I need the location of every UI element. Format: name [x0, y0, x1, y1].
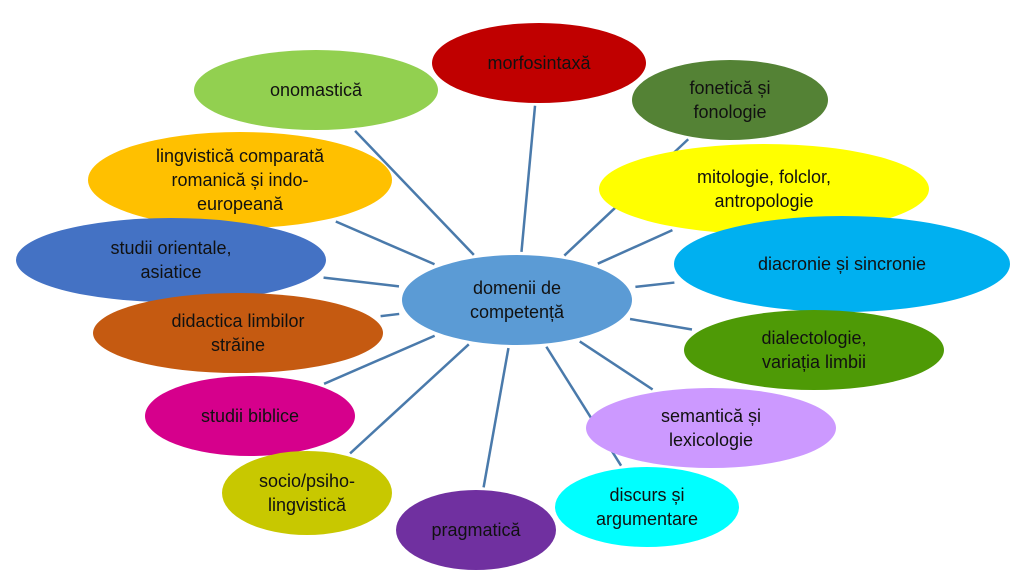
node-mitologie-label: mitologie, folclor, antropologie	[696, 167, 832, 211]
connector-socio-psiholingvistica	[349, 343, 470, 455]
node-pragmatica-label: pragmatică	[431, 520, 521, 540]
node-lingvistica-comparata: lingvistică comparată romanică și indo- …	[88, 132, 392, 228]
node-pragmatica: pragmatică	[396, 490, 556, 570]
connector-studii-orientale	[323, 276, 400, 288]
node-socio-psiholingvistica: socio/psiho- lingvistică	[222, 451, 392, 535]
node-fonetica-label: fonetică și fonologie	[689, 78, 771, 122]
node-discurs-label: discurs și argumentare	[595, 485, 699, 529]
node-morfosintaxa-label: morfosintaxă	[487, 53, 591, 73]
node-diacronie: diacronie și sincronie	[674, 216, 1010, 312]
node-onomastica: onomastică	[194, 50, 438, 130]
node-fonetica: fonetică și fonologie	[632, 60, 828, 140]
node-lingvistica-comparata-label: lingvistică comparată romanică și indo- …	[155, 146, 325, 214]
connector-morfosintaxa	[520, 105, 537, 252]
node-socio-psiholingvistica-label: socio/psiho- lingvistică	[258, 471, 356, 515]
connector-onomastica	[354, 129, 475, 256]
node-didactica-label: didactica limbilor străine	[171, 311, 305, 355]
connector-mitologie	[597, 229, 673, 265]
node-studii-biblice-label: studii biblice	[200, 406, 300, 426]
connector-diacronie	[635, 281, 675, 289]
node-diacronie-label: diacronie și sincronie	[757, 254, 927, 274]
node-dialectologie: dialectologie, variația limbii	[684, 310, 944, 390]
connector-pragmatica	[482, 347, 510, 488]
connector-studii-biblice	[323, 334, 436, 385]
center-node-label: domenii de competență	[469, 278, 565, 322]
node-onomastica-label: onomastică	[269, 80, 363, 100]
connector-dialectologie	[629, 317, 693, 331]
connector-lingvistica-comparata	[335, 220, 436, 266]
node-didactica: didactica limbilor străine	[93, 293, 383, 373]
node-semantica: semantică și lexicologie	[586, 388, 836, 468]
node-semantica-label: semantică și lexicologie	[660, 406, 762, 450]
node-discurs: discurs și argumentare	[555, 467, 739, 547]
node-morfosintaxa: morfosintaxă	[432, 23, 646, 103]
center-node: domenii de competență	[402, 255, 632, 345]
node-studii-orientale-label: studii orientale, asiatice	[110, 238, 232, 282]
connector-didactica	[380, 312, 400, 318]
node-studii-orientale: studii orientale, asiatice	[16, 218, 326, 302]
node-dialectologie-label: dialectologie, variația limbii	[761, 328, 867, 372]
connector-semantica	[579, 340, 654, 391]
node-studii-biblice: studii biblice	[145, 376, 355, 456]
